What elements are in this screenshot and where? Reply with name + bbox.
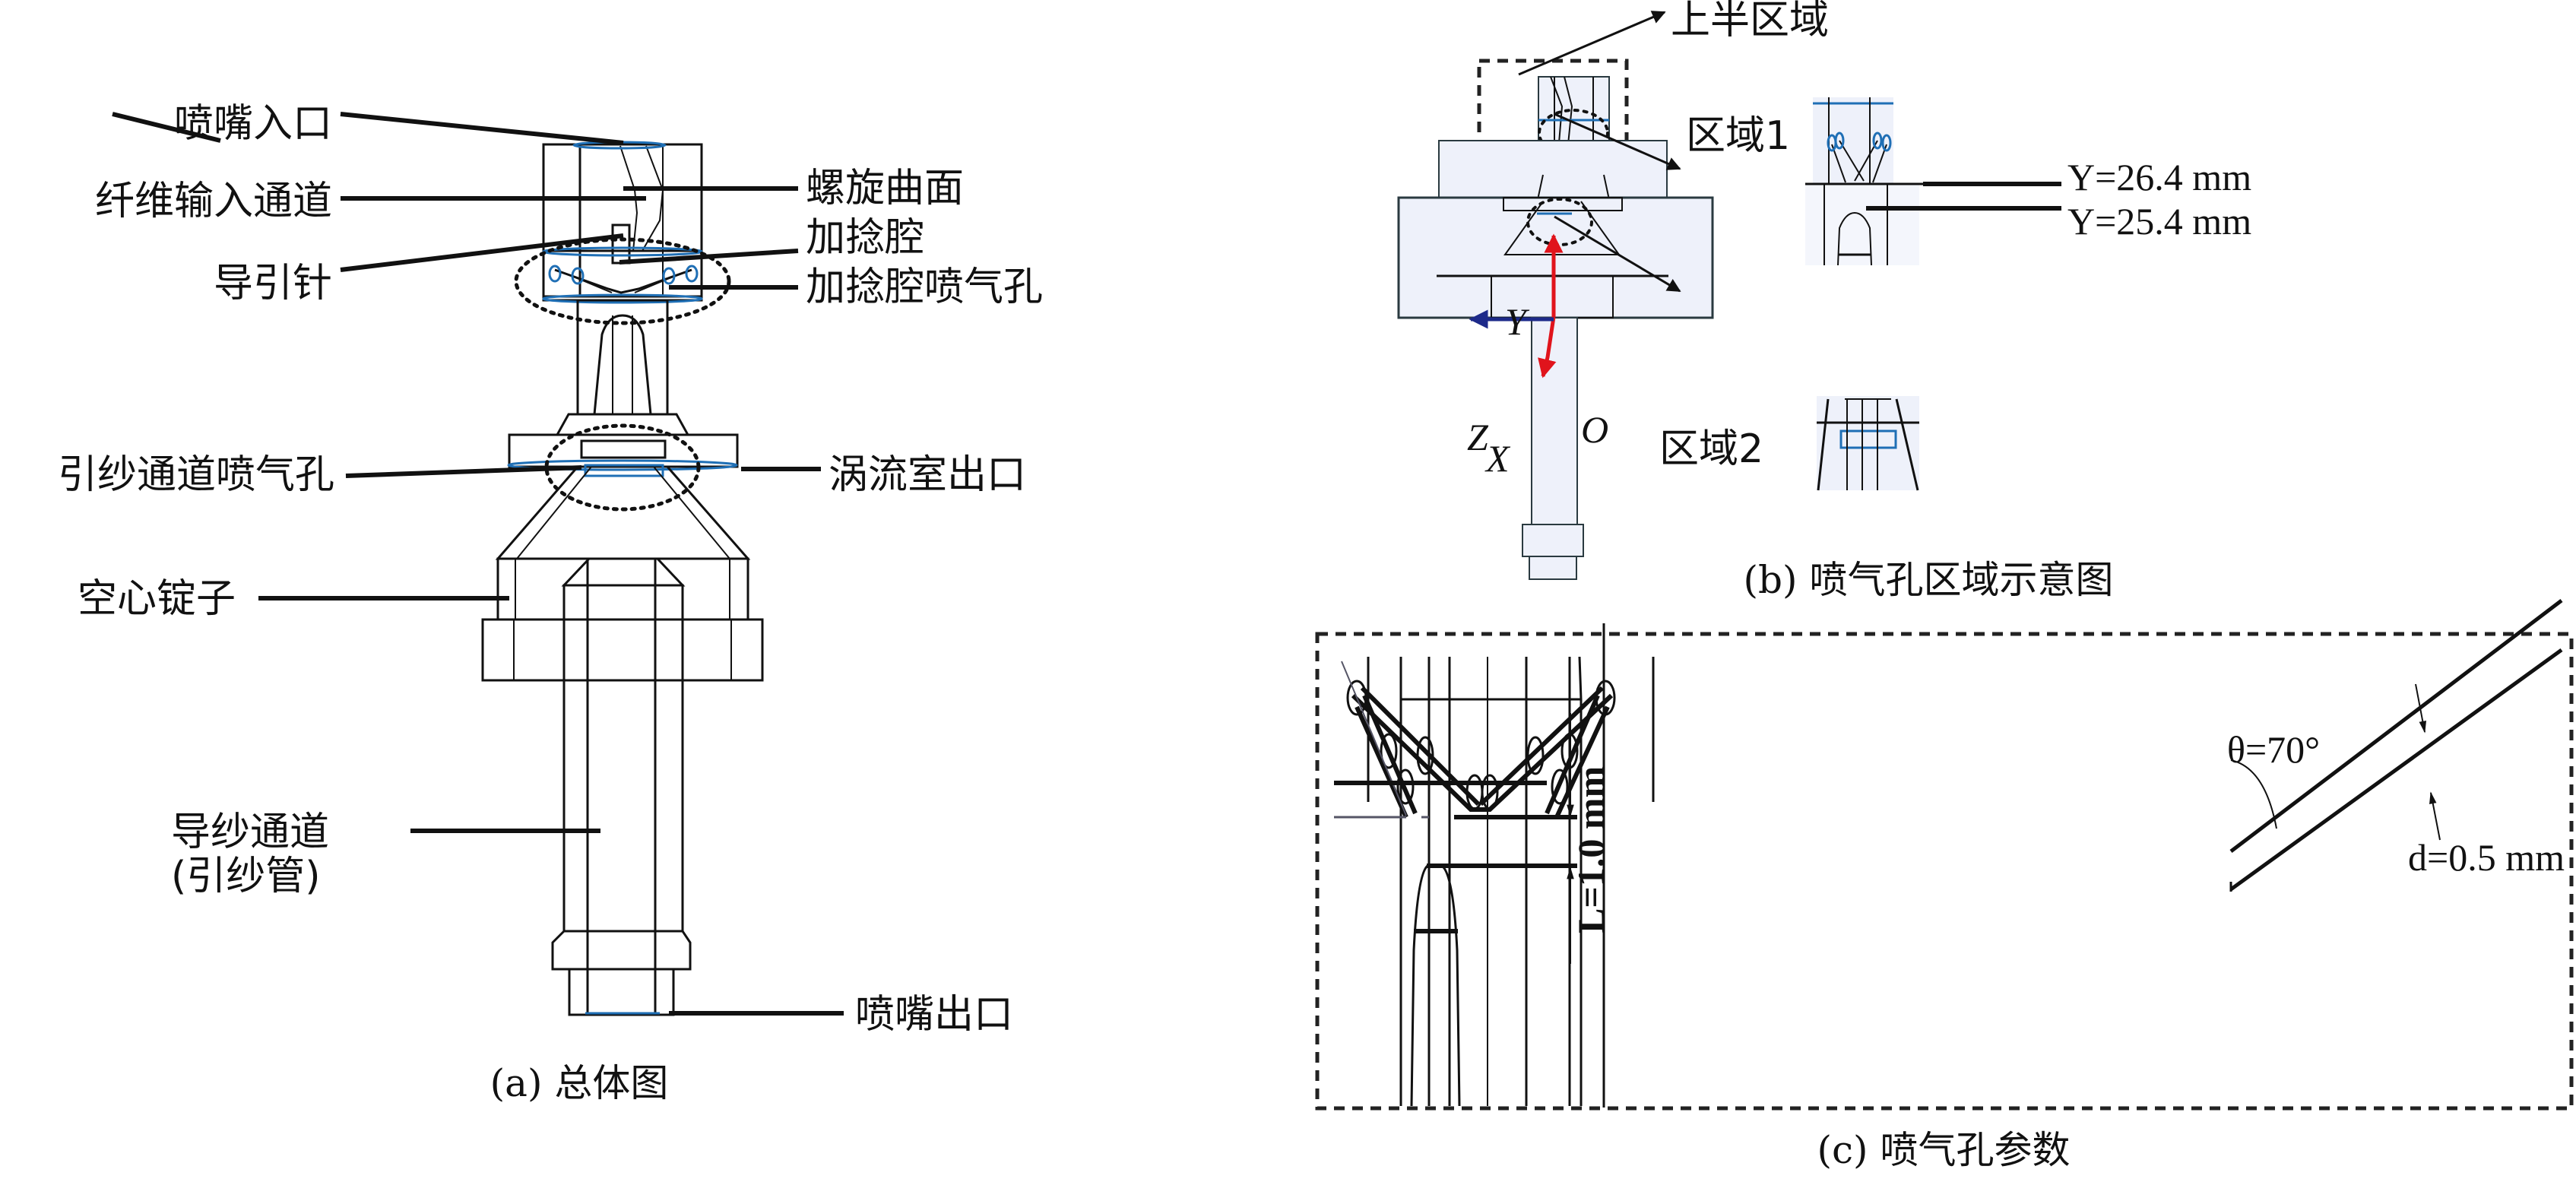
- axis-label-y: Y: [1505, 300, 1530, 343]
- caption-c: (c) 喷气孔参数: [1817, 1128, 2071, 1172]
- panel-a-leaders: [112, 112, 844, 1016]
- label-upper-region: 上半区域: [1671, 0, 1829, 43]
- lower-tube: [1531, 317, 1578, 547]
- diameter-arrow-top: [2415, 683, 2427, 734]
- label-yarn-guide-channel: 导纱通道: [171, 810, 329, 855]
- x-axis-arrow: [1538, 316, 1557, 379]
- label-nozzle-inlet: 喷嘴入口: [174, 101, 332, 147]
- jet-hole-section: [2229, 599, 2563, 892]
- label-helical-surface: 螺旋曲面: [806, 166, 964, 211]
- axis-label-z: Z: [1467, 416, 1489, 458]
- label-y-upper: Y=26.4 mm: [2067, 156, 2251, 198]
- caption-a: (a) 总体图: [490, 1061, 669, 1105]
- guide-needle-shape: [611, 223, 631, 265]
- label-region2: 区域2: [1659, 426, 1763, 472]
- nozzle-outlet-body: [568, 968, 675, 1016]
- label-y-lower: Y=25.4 mm: [2067, 200, 2251, 242]
- label-twisting-chamber: 加捻腔: [806, 215, 924, 261]
- diameter-arrow-bottom: [2429, 791, 2441, 841]
- label-yarn-channel-jet-holes: 引纱通道喷气孔: [58, 452, 334, 498]
- label-hollow-spindle: 空心锭子: [78, 576, 236, 622]
- angle-arc: [2230, 759, 2277, 829]
- yarn-guide-tube: [562, 584, 684, 933]
- panel-b-labels: 上半区域 区域1 区域2 Y=26.4 mm Y=25.4 mm Y Z X O…: [1467, 0, 2251, 602]
- vortex-region-highlight: [544, 423, 701, 512]
- axis-label-x: X: [1484, 437, 1511, 480]
- label-guide-needle: 导引针: [214, 261, 332, 306]
- label-fiber-input-channel: 纤维输入通道: [95, 179, 332, 224]
- hollow-spindle-upper: [496, 557, 749, 621]
- label-diameter: d=0.5 mm: [2408, 836, 2565, 879]
- label-region1: 区域1: [1686, 113, 1790, 159]
- hollow-spindle-ring: [481, 618, 764, 682]
- yarn-channel-jet-holes-shape: [584, 464, 664, 477]
- twisting-region-highlight: [514, 237, 731, 325]
- axis-label-origin: O: [1581, 408, 1608, 451]
- region2-inset: [1817, 396, 1919, 491]
- label-vortex-chamber-outlet: 涡流室出口: [829, 452, 1026, 498]
- panel-c-drawing: [1315, 599, 2574, 1111]
- panel-c-frame: [1315, 632, 2574, 1111]
- label-twisting-chamber-jet-holes: 加捻腔喷气孔: [806, 265, 1043, 310]
- helical-surface-curve: [619, 145, 638, 252]
- panel-a-labels: 喷嘴入口 纤维输入通道 导引针 螺旋曲面 加捻腔 加捻腔喷气孔 引纱通道喷气孔 …: [58, 101, 1043, 1105]
- label-length: L=1.0 mm: [1570, 766, 1612, 933]
- label-angle: θ=70°: [2227, 728, 2320, 771]
- caption-b: (b) 喷气孔区域示意图: [1744, 558, 2114, 602]
- region1-inset: [1805, 97, 2061, 266]
- panel-a-drawing: [481, 141, 764, 1016]
- panel-c-labels: L=1.0 mm θ=70° d=0.5 mm (c) 喷气孔参数: [1570, 728, 2565, 1172]
- label-yarn-guide-tube: (引纱管): [171, 854, 321, 899]
- panel-b-drawing: [1397, 11, 2061, 580]
- jet-hole-v-outer: [1351, 693, 1614, 812]
- flange: [508, 433, 739, 468]
- label-nozzle-outlet: 喷嘴出口: [855, 992, 1013, 1038]
